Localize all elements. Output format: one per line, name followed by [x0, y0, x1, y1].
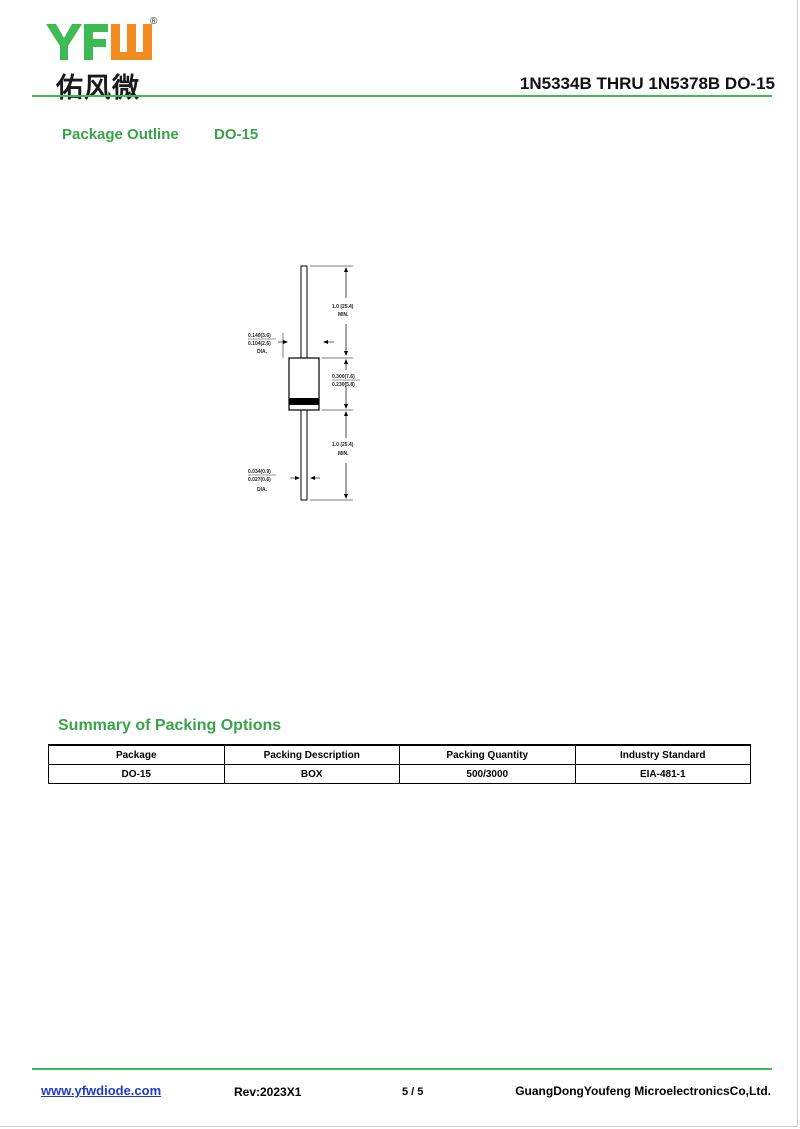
logo-mark-icon [46, 24, 152, 60]
do15-outline-drawing: 1.0 (25.4) MIN. 0.140(3.6) 0.104(2.6) DI… [248, 265, 360, 501]
column-header-packing-quantity: Packing Quantity [399, 744, 576, 765]
company-logo: ® 佑风微 [44, 16, 164, 104]
dim-lead-dia-min: 0.027(0.6) [248, 477, 271, 483]
registered-mark: ® [150, 16, 158, 27]
table-row: DO-15 BOX 500/3000 EIA-481-1 [48, 764, 751, 784]
dim-body-dia-max: 0.140(3.6) [248, 333, 271, 339]
dim-lead-dia-max: 0.034(0.9) [248, 469, 271, 475]
dim-bottom-lead-note: MIN. [338, 451, 349, 457]
packing-summary-heading: Summary of Packing Options [58, 717, 282, 734]
page-number: 5 / 5 [402, 1086, 424, 1098]
dim-body-dia-note: DIA. [257, 349, 268, 355]
dim-top-lead-note: MIN. [338, 312, 349, 318]
package-outline-type: DO-15 [214, 126, 259, 143]
table-header-row: Package Packing Description Packing Quan… [48, 744, 751, 765]
dim-body-length-min: 0.230(5.8) [332, 382, 355, 388]
cathode-band [289, 398, 319, 405]
document-title: 1N5334B THRU 1N5378B DO-15 [519, 74, 775, 93]
column-header-industry-standard: Industry Standard [574, 744, 751, 765]
cell-packing-description: BOX [223, 764, 400, 784]
dim-bottom-lead-length: 1.0 (25.4) [332, 442, 354, 448]
top-lead [300, 265, 308, 359]
packing-options-table: Package Packing Description Packing Quan… [48, 744, 751, 784]
package-outline-heading: Package Outline [62, 126, 179, 143]
cell-packing-quantity: 500/3000 [399, 764, 576, 784]
dim-lead-dia-note: DIA. [257, 487, 268, 493]
cell-package: DO-15 [48, 764, 225, 784]
dim-top-lead-length: 1.0 (25.4) [332, 304, 354, 310]
revision-label: Rev:2023X1 [234, 1085, 302, 1099]
company-name: GuangDongYoufeng MicroelectronicsCo,Ltd. [515, 1084, 771, 1098]
cell-industry-standard: EIA-481-1 [574, 764, 751, 784]
column-header-package: Package [48, 744, 225, 765]
header-divider [32, 95, 772, 97]
bottom-lead [300, 409, 308, 501]
column-header-packing-description: Packing Description [223, 744, 400, 765]
website-link[interactable]: www.yfwdiode.com [41, 1083, 162, 1098]
dim-body-dia-min: 0.104(2.6) [248, 341, 271, 347]
footer-divider [32, 1068, 772, 1070]
logo-chinese-text: 佑风微 [56, 73, 140, 104]
dim-body-length-max: 0.300(7.6) [332, 374, 355, 380]
